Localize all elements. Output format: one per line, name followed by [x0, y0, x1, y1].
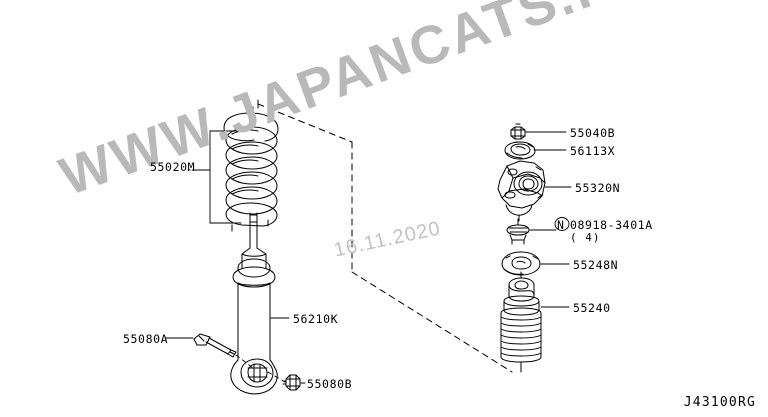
- strut-mount-part: [497, 160, 546, 222]
- part-label-bound-bumper-seat: 55248N: [573, 258, 619, 272]
- piston-rod-nut-part: [510, 123, 526, 143]
- part-label-strut-bearing: 56113X: [570, 144, 616, 158]
- lower-nut-part: [282, 374, 301, 391]
- part-label-coil-spring: 55020M: [150, 160, 196, 174]
- shock-absorber-part: [230, 212, 278, 395]
- mount-bolt-dashed-insert: [235, 354, 254, 369]
- strut-bearing-part: [504, 141, 536, 160]
- part-label-shock-absorber: 56210K: [293, 312, 339, 326]
- coil-spring-bracket-leader: [191, 130, 242, 224]
- part-label-strut-mount: 55320N: [575, 181, 621, 195]
- part-label-mount-stud-nut: 08918-3401A: [570, 218, 653, 232]
- nut-marker-circle: [554, 217, 570, 231]
- coil-spring-part: [223, 106, 279, 232]
- dust-boot-part: [500, 271, 542, 373]
- bound-bumper-seat-part: [501, 251, 541, 276]
- assembly-dashed-path: [257, 103, 513, 373]
- part-label-mount-bolt: 55080A: [123, 332, 169, 346]
- diagram-id-code: J43100RG: [683, 395, 756, 410]
- label-leader-lines: [165, 131, 572, 384]
- stud-nut-part: [506, 218, 530, 245]
- part-label-piston-rod-nut: 55040B: [570, 126, 616, 140]
- part-label-mount-nut-lower: 55080B: [307, 377, 353, 391]
- nut-marker-letter: N: [557, 218, 565, 232]
- lower-nut-dashed-insert: [267, 371, 286, 383]
- mount-bolt-part: [193, 333, 237, 358]
- part-label-dust-boot: 55240: [573, 301, 611, 315]
- part-qty-mount-stud-nut: ( 4): [570, 231, 601, 244]
